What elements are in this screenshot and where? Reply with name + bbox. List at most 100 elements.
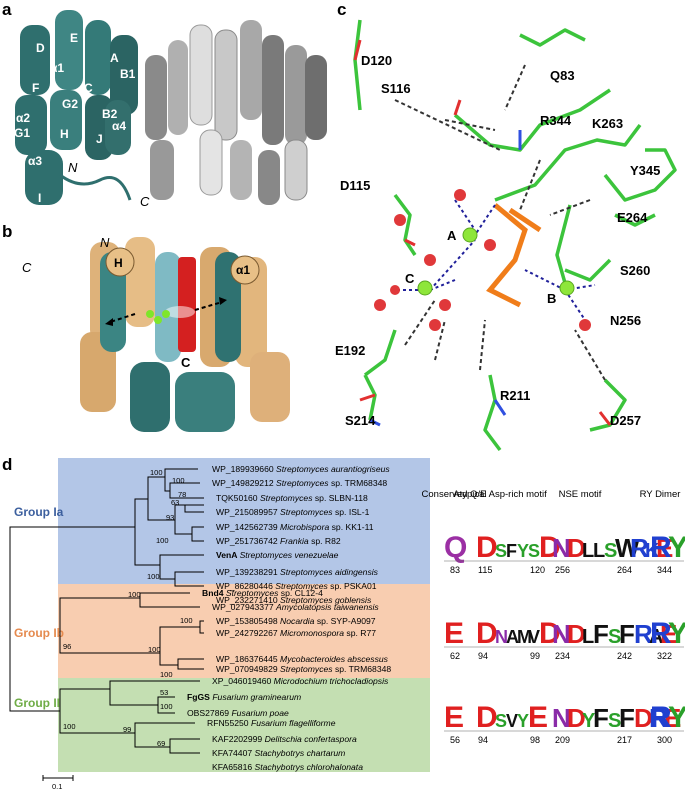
- logo-nse-letter: L: [593, 540, 605, 562]
- logo-asp-letter: D: [476, 617, 498, 650]
- leaf-species: Streptomyces: [280, 507, 333, 517]
- leaf-species: Streptomyces: [276, 478, 329, 488]
- pos-nse-end: 264: [617, 565, 632, 575]
- leaf-accession: KFA65816: [212, 762, 255, 772]
- leaf-label: FgGS Fusarium graminearum: [187, 692, 301, 702]
- residue-s116: S116: [381, 81, 411, 96]
- logo-ry-y: Y: [668, 531, 685, 564]
- logo-nse-letter: E: [664, 703, 681, 733]
- group-ia-label: Group Ia: [14, 505, 64, 519]
- header-ry: RY Dimer: [640, 489, 681, 500]
- logo-nse-letter: W: [615, 533, 640, 563]
- leaf-species: Micromonospora: [280, 628, 344, 638]
- helix-label-b1: B1: [120, 67, 136, 81]
- metal-a-label: A: [447, 228, 457, 243]
- helix-label-j: J: [96, 132, 103, 146]
- logo-ry-r: R: [650, 531, 672, 564]
- terminus-c-label: C: [140, 194, 150, 209]
- leaf-label: WP_070949829 Streptomyces sp. TRM68348: [216, 664, 391, 674]
- leaf-label: WP_186376445 Mycobacteroides abscessus: [216, 654, 389, 664]
- leaf-label: KAF2202999 Delitschia confertaspora: [212, 734, 357, 744]
- residue-d115: D115: [340, 178, 370, 193]
- logo-asp-letter: E: [528, 701, 548, 734]
- leaf-accession: WP_027943377: [212, 602, 276, 612]
- logo-asp-letter: D: [476, 701, 498, 734]
- leaf-species: Fusarium flagelliforme: [251, 718, 336, 728]
- leaf-label: WP_86280446 Streptomyces sp. PSKA01: [216, 581, 377, 591]
- leaf-strain: sp. ISL-1: [333, 507, 370, 517]
- bs-15: 69: [157, 739, 165, 748]
- leaf-accession: WP_139238291: [216, 567, 280, 577]
- header-ry-text: RY Dimer: [640, 489, 681, 500]
- bs-10: 100: [148, 645, 161, 654]
- logo-nse-letter: N: [552, 619, 571, 649]
- bs-2: 78: [178, 490, 186, 499]
- leaf-labels: WP_189939660 Streptomyces aurantiogriseu…: [187, 464, 391, 772]
- leaf-label: RFN55250 Fusarium flagelliforme: [207, 718, 336, 728]
- leaf-label: Bnd4 Streptomyces sp. CL12-4: [202, 588, 323, 598]
- metal-b-label: B: [547, 291, 556, 306]
- metal-c: [417, 280, 433, 296]
- logo-ry-r: R: [650, 617, 672, 650]
- helix-h-end: [105, 247, 135, 277]
- leaf-label: TQK50160 Streptomyces sp. SLBN-118: [216, 493, 368, 503]
- leaf-label: WP_027943377 Amycolatopsis taiwanensis: [212, 602, 379, 612]
- leaf-accession: VenA: [216, 550, 240, 560]
- bootstrap-values: 100 100 78 63 93 100 100 100 96 100 100 …: [63, 468, 193, 748]
- bs-4: 93: [166, 513, 174, 522]
- bs-9: 100: [180, 616, 193, 625]
- logo-ry-y: Y: [668, 617, 685, 650]
- bs-11: 100: [160, 670, 173, 679]
- terminus-n-label: N: [68, 160, 78, 175]
- leaf-species: Amycolatopsis taiwanensis: [275, 602, 379, 612]
- pos-nse-start: 256: [555, 565, 570, 575]
- pos-ry: 322: [657, 651, 672, 661]
- group-ia-box: [58, 458, 430, 584]
- logo-nse-letter: K: [645, 540, 660, 562]
- leaf-accession: WP_189939660: [212, 464, 276, 474]
- helix-label-g1: G1: [14, 126, 30, 140]
- helix-label-i: I: [38, 191, 41, 205]
- leaf-species: Microbispora: [280, 522, 329, 532]
- scale-bar-label: 0.1: [52, 782, 62, 790]
- leaf-species: Streptomyces: [260, 493, 313, 503]
- logo-nse-letter: F: [593, 703, 609, 733]
- logo-nse-letter: E: [656, 533, 673, 563]
- leaf-species: Streptomyces aidingensis: [280, 567, 379, 577]
- logo-nse-letter: S: [608, 710, 621, 732]
- logo-asp-letter: D: [476, 531, 498, 564]
- leaf-label: OBS27869 Fusarium poae: [187, 708, 289, 718]
- residue-r344: R344: [540, 113, 572, 128]
- leaf-accession: XP_046019460: [212, 676, 274, 686]
- panel-a-label: a: [2, 0, 12, 19]
- logo-conserved-residue: E: [444, 617, 464, 650]
- helix-alpha1-label-b: α1: [236, 263, 250, 277]
- logo-asp-letter: D: [539, 531, 561, 564]
- group-ii-label: Group II: [14, 696, 60, 710]
- leaf-strain: sp. PSKA01: [328, 581, 377, 591]
- helix-label-alpha4: α4: [112, 119, 126, 133]
- leaf-species: Microdochium trichocladiopsis: [274, 676, 389, 686]
- helix-label-d: D: [36, 41, 45, 55]
- leaf-label: WP_232271410 Streptomyces goblensis: [216, 595, 372, 605]
- logo-asp-letter: Y: [517, 711, 529, 731]
- residue-d257: D257: [610, 413, 641, 428]
- leaf-accession: WP_149829212: [212, 478, 276, 488]
- pos-ry: 300: [657, 735, 672, 745]
- terminus-n-label-b: N: [100, 235, 110, 250]
- leaf-label: WP_189939660 Streptomyces aurantiogriseu…: [212, 464, 390, 474]
- leaf-species: Frankia: [280, 536, 309, 546]
- leaf-strain: sp. TRM68348: [329, 478, 388, 488]
- leaf-strain: sp. TRM68348: [333, 664, 392, 674]
- pos-ry: 344: [657, 565, 672, 575]
- bs-14: 99: [123, 725, 131, 734]
- leaf-label: WP_149829212 Streptomyces sp. TRM68348: [212, 478, 387, 488]
- leaf-species: Streptomyces: [226, 588, 279, 598]
- helix-label-h: H: [60, 127, 69, 141]
- helix-label-g2: G2: [62, 97, 78, 111]
- helix-label-a: A: [110, 51, 119, 65]
- leaf-accession: WP_251736742: [216, 536, 280, 546]
- logo-nse-letter: L: [582, 626, 594, 648]
- leaf-species: Streptomyces: [275, 581, 328, 591]
- bs-7: 100: [128, 590, 141, 599]
